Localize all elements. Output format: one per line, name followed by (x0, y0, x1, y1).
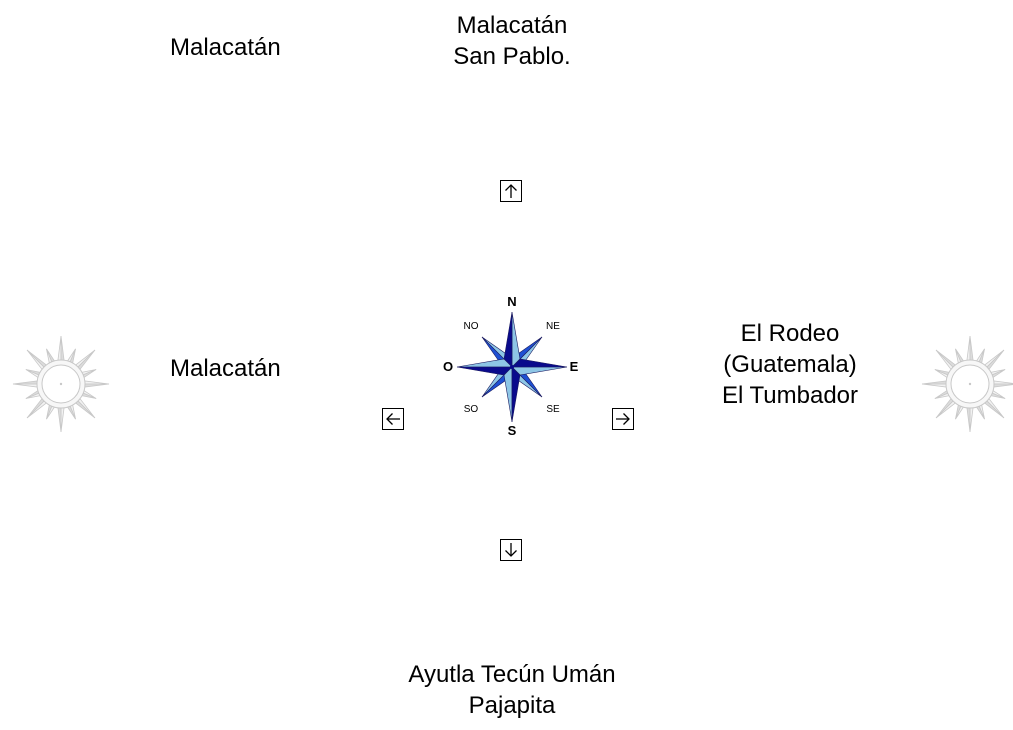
decorative-rose-right (921, 335, 1013, 433)
decorative-rose-left (12, 335, 110, 433)
arrow-up-icon (505, 184, 517, 198)
compass-label-se: SE (546, 404, 560, 415)
place-west: Malacatán (170, 353, 281, 384)
compass-label-n: N (507, 294, 516, 309)
north-arrow-button[interactable] (500, 180, 522, 202)
place-east: El Rodeo (Guatemala) El Tumbador (690, 318, 890, 411)
west-arrow-button[interactable] (382, 408, 404, 430)
place-northwest-label: Malacatán (170, 34, 281, 61)
compass-label-o: O (443, 359, 453, 374)
place-east-line-2: (Guatemala) (723, 351, 857, 378)
place-south-line-1: Ayutla Tecún Umán (408, 661, 616, 688)
place-east-line-3: El Tumbador (721, 382, 859, 409)
compass-label-so: SO (464, 404, 479, 415)
compass-label-s: S (508, 423, 517, 438)
place-north-line-1: Malacatán (456, 12, 568, 39)
place-east-line-1: El Rodeo (740, 320, 840, 347)
place-south: Ayutla Tecún Umán Pajapita (362, 659, 662, 721)
place-west-label: Malacatán (170, 355, 281, 382)
compass-rose-icon (12, 335, 110, 433)
east-arrow-button[interactable] (612, 408, 634, 430)
compass-label-no: NO (464, 321, 479, 332)
compass-cardinal-points (456, 311, 568, 423)
arrow-right-icon (616, 413, 630, 425)
place-south-line-2: Pajapita (468, 692, 556, 719)
compass-label-ne: NE (546, 321, 560, 332)
arrow-left-icon (386, 413, 400, 425)
place-north: Malacatán San Pablo. (412, 10, 612, 72)
compass-rose: N S E O NE NO SE SO (443, 294, 579, 438)
south-arrow-button[interactable] (500, 539, 522, 561)
compass-rose-icon (921, 335, 1013, 433)
place-north-line-2: San Pablo. (453, 43, 571, 70)
compass-label-e: E (570, 359, 579, 374)
place-northwest: Malacatán (170, 32, 281, 63)
arrow-down-icon (505, 543, 517, 557)
